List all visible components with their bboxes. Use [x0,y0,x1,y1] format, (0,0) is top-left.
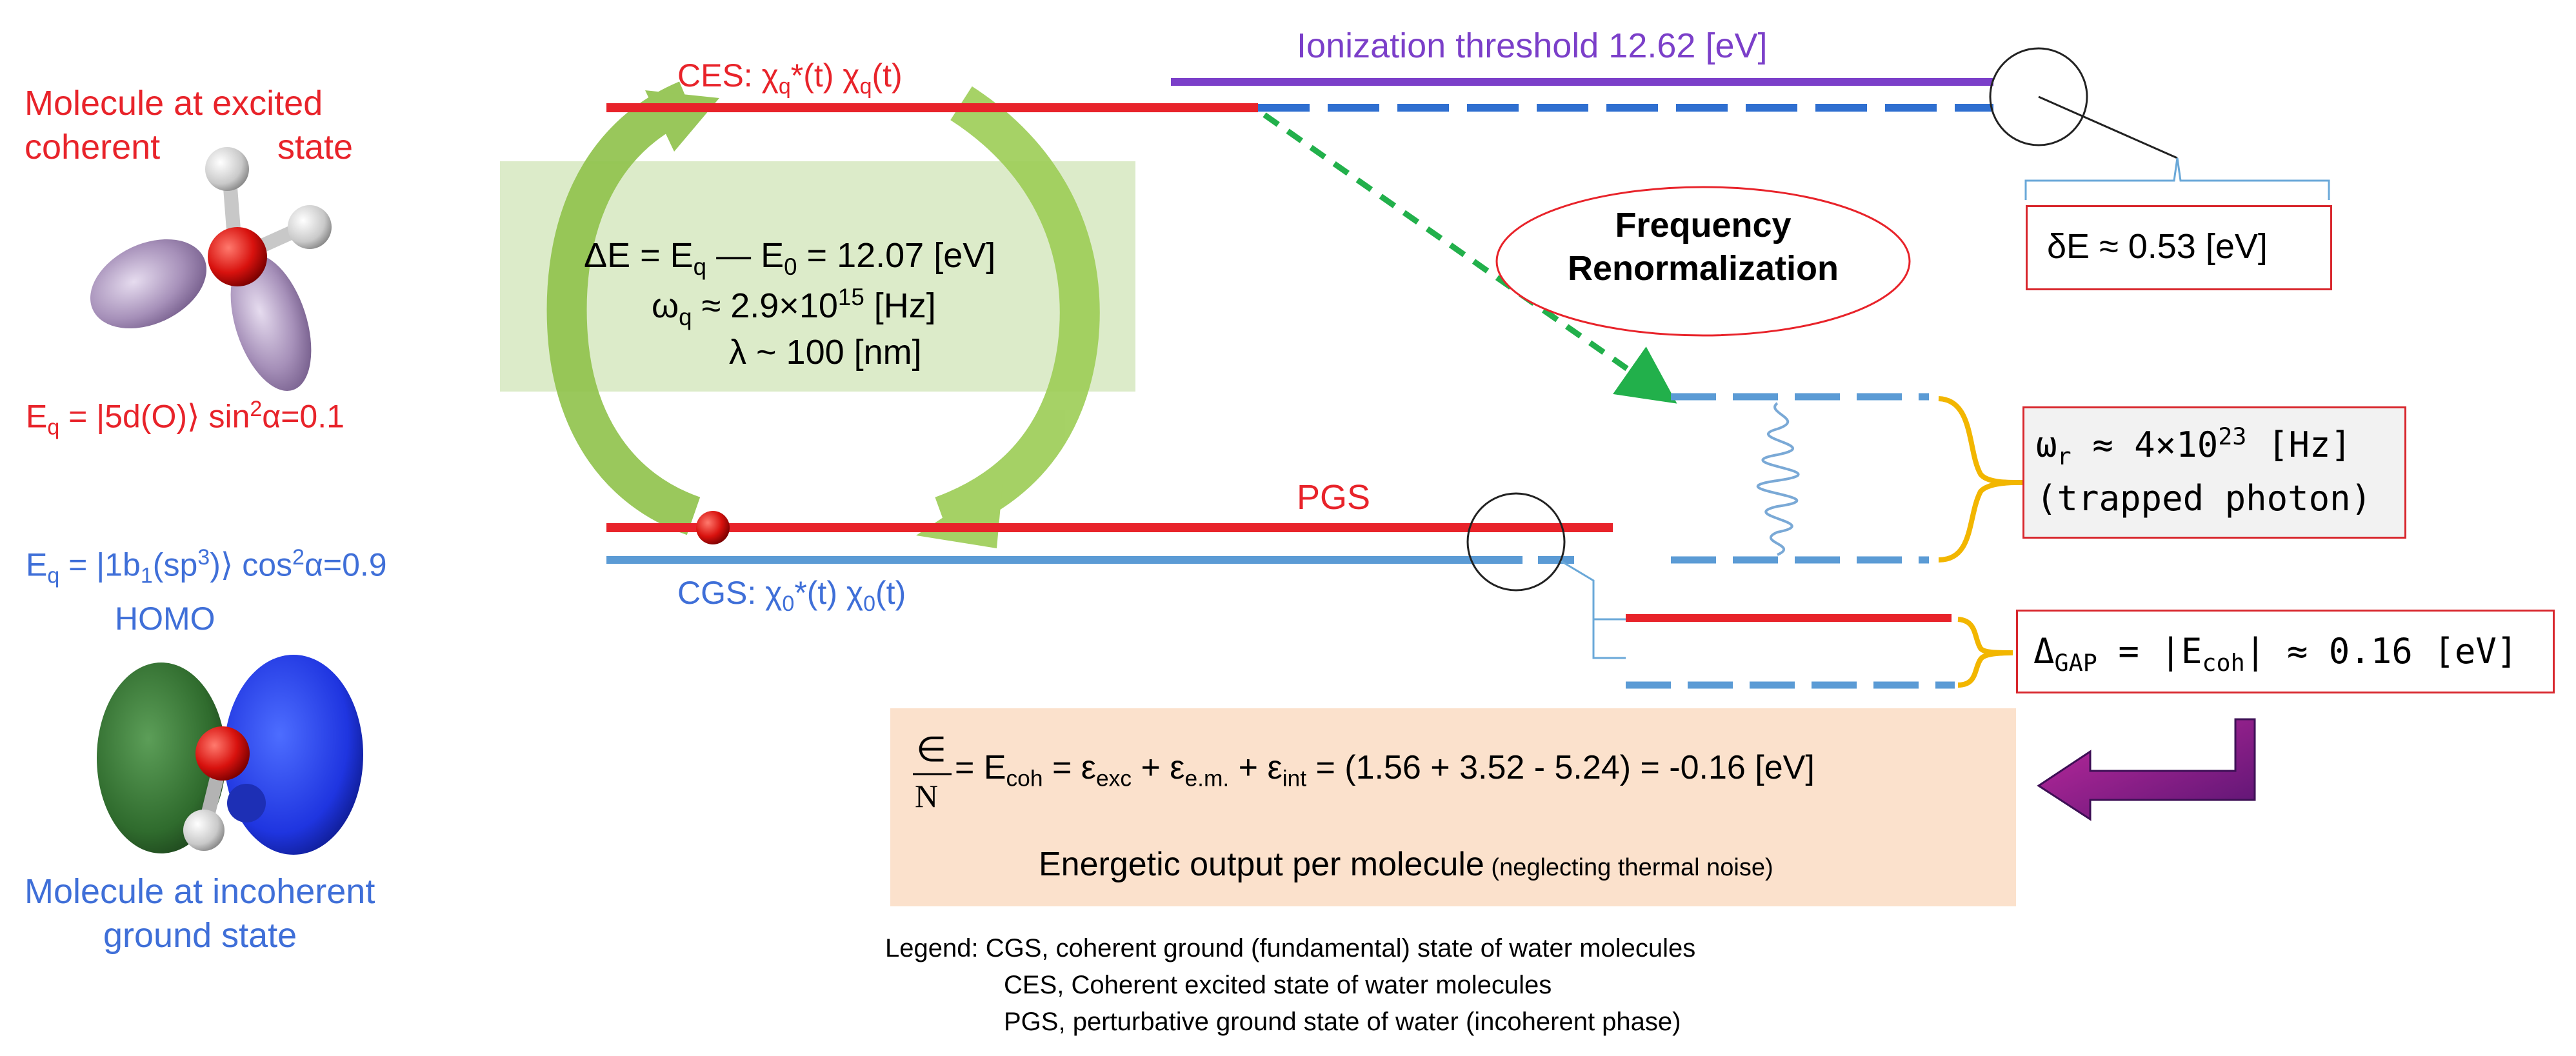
incoherent-molecule-title: Molecule at incoherent [25,872,375,911]
output-box [890,708,2016,906]
ionization-label: Ionization threshold 12.62 [eV] [1297,26,1768,65]
output-frac-den: N [915,778,939,814]
legend-line2: CES, Coherent excited state of water mol… [1004,971,1552,999]
output-caption: Energetic output per molecule (neglectin… [1039,846,1773,883]
ground-molecule-icon [97,655,363,855]
output-equation: = Ecoh = εexc + εe.m. + εint = (1.56 + 3… [955,749,1815,792]
incoherent-molecule-subtitle: ground state [103,916,297,955]
excited-molecule-title: Molecule at excited [25,84,323,123]
omega-line1: ωr ≈ 4×1023 [Hz] [2036,423,2351,470]
eq-excited: Eq = |5d(O)⟩ sin2α=0.1 [26,397,344,440]
excited-molecule-subtitle: coherent [25,128,161,166]
energy-lambda: λ ~ 100 [nm] [729,333,922,372]
renormalization-arrow [1263,112,1677,404]
cgs-label: CGS: χ0*(t) χ0(t) [677,575,906,616]
excited-molecule-icon [90,147,332,391]
wave-icon [1756,402,1800,556]
pgs-label: PGS [1297,478,1371,517]
gap-box: ΔGAP = |Ecoh| ≈ 0.16 [eV] [2016,610,2555,693]
eq-ground: Eq = |1b1(sp3)⟩ cos2α=0.9 [26,545,387,588]
legend-line3: PGS, perturbative ground state of water … [1004,1008,1681,1036]
delta-e-box: δE ≈ 0.53 [eV] [2026,205,2332,290]
excited-molecule-state: state [277,128,354,166]
pgs-ball [696,511,730,544]
freq-renorm-ellipse [1495,186,1911,337]
freq-renorm-line1: Frequency [1615,206,1792,244]
omega-line2: (trapped photon) [2036,478,2372,519]
zoom-circle-top [1989,47,2088,146]
omega-box: ωr ≈ 4×1023 [Hz] (trapped photon) [2022,406,2406,539]
gap-text: ΔGAP = |Ecoh| ≈ 0.16 [eV] [2033,631,2518,677]
energy-delta: ΔE = Eq — E0 = 12.07 [eV] [584,236,996,280]
photon-brace [1938,396,2017,563]
delta-e-text: δE ≈ 0.53 [eV] [2047,227,2268,266]
corner-arrow-icon [2037,718,2256,821]
homo-label: HOMO [115,601,215,637]
zoom-circle-bottom [1466,492,1566,592]
energy-omega: ωq ≈ 2.9×1015 [Hz] [652,284,936,330]
freq-renorm-line2: Renormalization [1567,249,1839,288]
ces-label: CES: χq*(t) χq(t) [677,57,903,99]
gap-brace [1957,617,2013,688]
output-frac-num: ∈ [916,730,947,769]
legend-line1: Legend: CGS, coherent ground (fundamenta… [885,934,1696,962]
